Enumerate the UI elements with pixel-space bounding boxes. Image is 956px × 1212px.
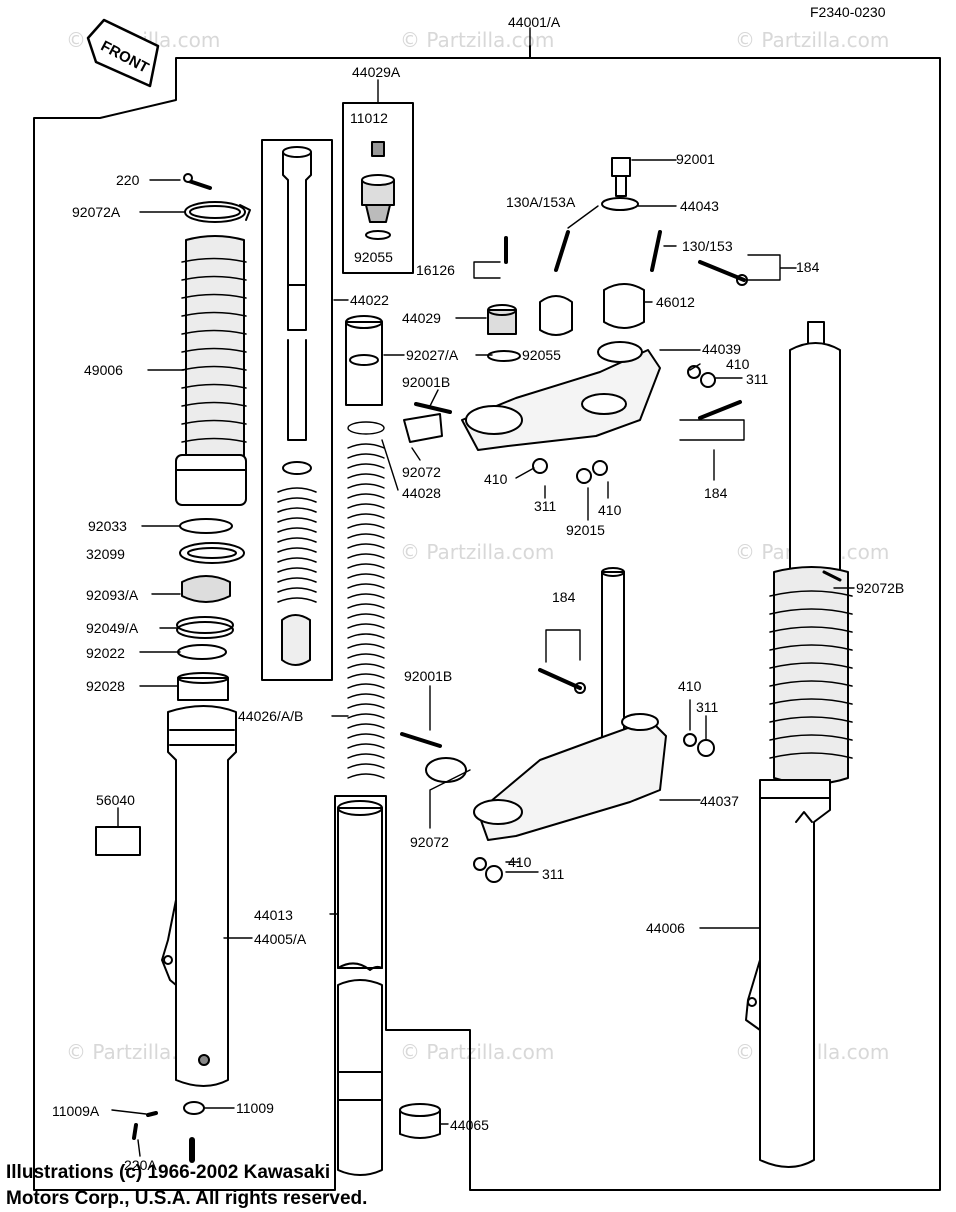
bolts-upper xyxy=(504,230,748,286)
upper-clamp-bracket-92072 xyxy=(403,402,452,443)
part-label-44001A[interactable]: 44001/A xyxy=(508,14,561,30)
part-label-56040[interactable]: 56040 xyxy=(96,792,135,808)
part-label-311[interactable]: 311 xyxy=(542,866,565,882)
part-label-92015[interactable]: 92015 xyxy=(566,522,605,538)
upper-triple-clamp xyxy=(461,341,661,451)
part-label-410[interactable]: 410 xyxy=(508,854,532,870)
part-label-92027A[interactable]: 92027/A xyxy=(406,347,459,363)
part-label-44065[interactable]: 44065 xyxy=(450,1117,489,1133)
bolt-220 xyxy=(183,173,212,190)
part-label-44029A[interactable]: 44029A xyxy=(352,64,401,80)
upper-nuts xyxy=(532,365,742,484)
part-label-92049A[interactable]: 92049/A xyxy=(86,620,139,636)
part-label-184[interactable]: 184 xyxy=(552,589,576,605)
part-label-44029[interactable]: 44029 xyxy=(402,310,441,326)
damper-group-box xyxy=(261,139,333,681)
left-fork-boot xyxy=(175,235,247,506)
part-label-92033[interactable]: 92033 xyxy=(88,518,127,534)
part-label-410[interactable]: 410 xyxy=(678,678,702,694)
label-plate-56040 xyxy=(95,826,141,856)
copyright-line-2: Motors Corp., U.S.A. All rights reserved… xyxy=(6,1188,368,1209)
part-label-92001B[interactable]: 92001B xyxy=(404,668,453,684)
part-label-44013[interactable]: 44013 xyxy=(254,907,293,923)
part-label-44039[interactable]: 44039 xyxy=(702,341,741,357)
part-label-92028[interactable]: 92028 xyxy=(86,678,125,694)
watermark: © Partzilla.com xyxy=(400,540,555,564)
part-label-311[interactable]: 311 xyxy=(534,498,557,514)
part-label-184[interactable]: 184 xyxy=(704,485,728,501)
part-label-92022[interactable]: 92022 xyxy=(86,645,125,661)
right-fork-boot xyxy=(769,566,853,785)
part-label-92001[interactable]: 92001 xyxy=(676,151,715,167)
fork-spring xyxy=(347,421,385,779)
watermark: © Partzilla.com xyxy=(735,28,890,52)
part-label-44006[interactable]: 44006 xyxy=(646,920,685,936)
diagram-code: F2340-0230 xyxy=(810,4,886,20)
part-label-410[interactable]: 410 xyxy=(484,471,508,487)
part-label-92072[interactable]: 92072 xyxy=(410,834,449,850)
part-label-311[interactable]: 311 xyxy=(696,699,719,715)
part-label-184[interactable]: 184 xyxy=(796,259,820,275)
front-arrow-icon: FRONT xyxy=(86,18,160,88)
part-label-32099[interactable]: 32099 xyxy=(86,546,125,562)
part-label-11009A[interactable]: 11009A xyxy=(52,1103,100,1119)
drain-screws xyxy=(132,1101,205,1163)
part-label-46012[interactable]: 46012 xyxy=(656,294,695,310)
part-label-44043[interactable]: 44043 xyxy=(680,198,719,214)
part-label-92055[interactable]: 92055 xyxy=(522,347,561,363)
part-label-16126[interactable]: 16126 xyxy=(416,262,455,278)
part-label-11009[interactable]: 11009 xyxy=(236,1100,274,1116)
lower-clamp-bracket xyxy=(400,732,467,783)
right-outer-tube xyxy=(745,779,831,1168)
part-label-130A-153A[interactable]: 130A/153A xyxy=(506,194,576,210)
left-fork-rings xyxy=(176,518,245,701)
inner-tube-44013 xyxy=(337,800,383,1176)
part-label-44037[interactable]: 44037 xyxy=(700,793,739,809)
part-label-130-153[interactable]: 130/153 xyxy=(682,238,733,254)
right-fork-upper-tube xyxy=(789,321,841,571)
part-label-92001B[interactable]: 92001B xyxy=(402,374,451,390)
part-label-92072[interactable]: 92072 xyxy=(402,464,441,480)
copyright-notice: Illustrations (c) 1966-2002 Kawasaki Mot… xyxy=(6,1160,367,1212)
part-label-410[interactable]: 410 xyxy=(726,356,750,372)
left-outer-tube xyxy=(161,705,237,1087)
part-label-220[interactable]: 220 xyxy=(116,172,140,188)
stem-bolt-92001 xyxy=(601,157,639,211)
inner-tube-upper xyxy=(345,315,383,406)
lower-triple-clamp xyxy=(473,668,667,841)
bushing-44065 xyxy=(399,1103,441,1139)
part-label-220A[interactable]: 220A xyxy=(124,1157,157,1173)
fork-cap-assembly xyxy=(361,141,395,240)
part-label-311[interactable]: 311 xyxy=(746,371,769,387)
watermark: © Partzilla.com xyxy=(400,1040,555,1064)
part-label-44022[interactable]: 44022 xyxy=(350,292,389,308)
part-label-92055[interactable]: 92055 xyxy=(354,249,393,265)
part-label-49006[interactable]: 49006 xyxy=(84,362,123,378)
part-label-92093A[interactable]: 92093/A xyxy=(86,587,139,603)
part-label-44028[interactable]: 44028 xyxy=(402,485,441,501)
part-label-11012[interactable]: 11012 xyxy=(350,110,388,126)
part-label-92072A[interactable]: 92072A xyxy=(72,204,121,220)
handlebar-holders xyxy=(539,283,645,336)
part-label-92072B[interactable]: 92072B xyxy=(856,580,905,596)
watermark: © Partzilla.com xyxy=(400,28,555,52)
part-label-410[interactable]: 410 xyxy=(598,502,622,518)
damper-rod xyxy=(277,146,317,666)
left-fork-clamp xyxy=(184,201,251,223)
fork-cap-44029 xyxy=(487,304,521,362)
part-label-44005A[interactable]: 44005/A xyxy=(254,931,307,947)
copyright-line-1: Illustrations (c) 1966-2002 Kawasaki xyxy=(6,1162,331,1183)
assembly-outline xyxy=(33,45,941,1191)
part-label-44026AB[interactable]: 44026/A/B xyxy=(238,708,304,724)
